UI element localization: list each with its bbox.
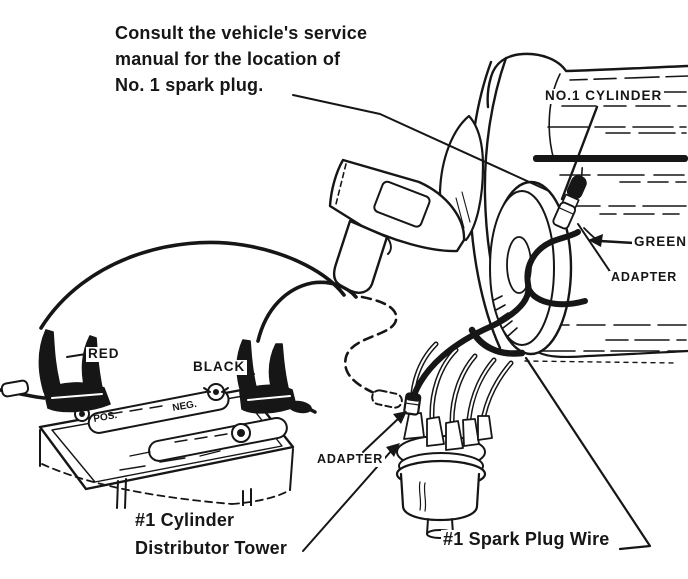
timing-light-handle: [332, 219, 389, 294]
caption-line-3: No. 1 spark plug.: [115, 75, 264, 95]
pickup-lead-dashed: [343, 295, 403, 409]
label-red: RED: [86, 346, 122, 362]
number1-spark-plug-wire: [410, 229, 588, 401]
no1-cylinder-leader: [560, 105, 599, 201]
battery-cell-cover-1: [87, 388, 230, 434]
spark-plug-assembly: [552, 166, 587, 230]
spark-plug-wire-leader: [524, 356, 652, 551]
timing-light: [328, 158, 466, 294]
distributor-adapter-fitting: [403, 392, 422, 416]
label-no1-cylinder: NO.1 CYLINDER: [543, 88, 665, 104]
spark-plug-boot: [566, 175, 587, 200]
caption-leader: [292, 94, 550, 192]
distributor-cap: [395, 412, 493, 539]
label-black: BLACK: [191, 359, 248, 375]
black-battery-clamp: [236, 339, 297, 414]
distributor-adapter-leader: [362, 417, 400, 453]
spark-plug-adapter: [552, 201, 577, 230]
engine-hatch-lines: [524, 91, 687, 364]
label-distributor-tower: #1 Cylinder Distributor Tower: [133, 506, 290, 562]
timing-light-cables: [39, 240, 358, 343]
engine-adapter-leader: [577, 223, 614, 277]
engine-rib-band: [533, 155, 688, 162]
battery-legs: [116, 478, 252, 509]
red-lead-cable: [39, 240, 346, 330]
label-engine-adapter: ADAPTER: [609, 270, 680, 285]
label-spark-plug-wire: #1 Spark Plug Wire: [441, 529, 612, 550]
caption-text: Consult the vehicle's service manual for…: [113, 20, 369, 98]
distributor-tower-arrowhead: [386, 443, 400, 457]
battery-pos-marking: POS.: [93, 410, 119, 425]
engine-block: [486, 52, 688, 364]
label-distributor-adapter: ADAPTER: [315, 452, 386, 467]
green-arrowhead: [588, 234, 603, 247]
caption-line-2: manual for the location of: [115, 49, 341, 69]
timing-light-window: [373, 180, 431, 228]
distributor-tower-leader: [302, 449, 393, 552]
label-green: GREEN: [632, 234, 688, 250]
label-distributor-tower-line-1: #1 Cylinder: [135, 510, 235, 530]
battery-neg-marking: NEG.: [172, 399, 198, 414]
spark-plug-wires: [409, 341, 514, 425]
distributor-adapter-arrowhead: [393, 411, 407, 424]
red-leader: [66, 353, 87, 358]
caption-line-1: Consult the vehicle's service: [115, 23, 368, 43]
label-distributor-tower-line-2: Distributor Tower: [135, 538, 288, 558]
red-battery-clamp: [38, 329, 111, 413]
leader-lines: [66, 94, 652, 552]
green-leader: [598, 239, 636, 245]
